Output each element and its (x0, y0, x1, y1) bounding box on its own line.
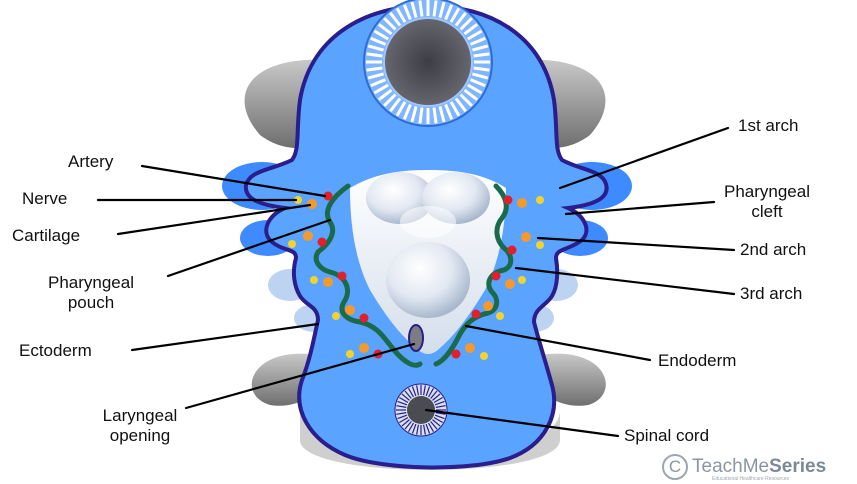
label-pharyngeal-cleft-line1: Pharyngeal (724, 182, 810, 201)
label-pharyngeal-pouch-line2: pouch (68, 293, 114, 312)
label-pharyngeal-cleft: Pharyngeal cleft (712, 182, 822, 222)
cartilage-dot (483, 301, 493, 311)
nerve-dot (496, 312, 504, 320)
nerve-dot (310, 276, 318, 284)
nerve-dot (480, 352, 488, 360)
artery-dot (360, 314, 369, 323)
label-pharyngeal-pouch: Pharyngeal pouch (18, 273, 164, 313)
cartilage-dot (345, 305, 355, 315)
label-artery: Artery (68, 152, 113, 172)
cartilage-dot (521, 232, 531, 242)
laryngeal-opening-shape (409, 325, 423, 351)
teachmeseries-watermark: C TeachMeSeries Educational Healthcare R… (662, 454, 826, 480)
cartilage-dot (307, 199, 317, 209)
artery-dot (452, 350, 461, 359)
cartilage-dot (465, 343, 475, 353)
label-nerve: Nerve (22, 189, 67, 209)
optic-structure (364, 0, 492, 126)
label-endoderm: Endoderm (658, 351, 736, 371)
artery-dot (318, 238, 327, 247)
watermark-brand: TeachMeSeries (692, 456, 826, 478)
cartilage-dot (505, 279, 515, 289)
label-pharyngeal-pouch-line1: Pharyngeal (48, 273, 134, 292)
spoke (474, 68, 490, 70)
label-laryngeal-opening: Laryngeal opening (92, 406, 188, 446)
label-first-arch: 1st arch (738, 116, 798, 136)
spoke (420, 1, 422, 17)
label-laryngeal-line1: Laryngeal (103, 406, 178, 425)
watermark-brand-a: TeachMe (692, 456, 769, 477)
spoke (434, 108, 436, 124)
artery-dot (338, 272, 347, 281)
label-laryngeal-line2: opening (110, 426, 171, 445)
spoke (474, 54, 490, 56)
watermark-brand-b: Series (769, 456, 826, 477)
label-second-arch: 2nd arch (740, 240, 806, 260)
nerve-dot (288, 240, 296, 248)
nerve-dot (346, 350, 354, 358)
label-ectoderm: Ectoderm (19, 341, 92, 361)
spinal-cord-shape (395, 384, 447, 436)
artery-dot (492, 272, 501, 281)
artery-dot (508, 246, 517, 255)
nerve-dot (332, 312, 340, 320)
label-pharyngeal-cleft-line2: cleft (751, 202, 782, 221)
nerve-dot (536, 196, 544, 204)
cartilage-dot (517, 198, 527, 208)
spoke (367, 54, 383, 56)
cartilage-dot (323, 277, 333, 287)
spoke (420, 108, 422, 124)
spoke (367, 68, 383, 70)
nerve-dot (518, 276, 526, 284)
artery-dot (504, 196, 513, 205)
cartilage-dot (303, 231, 313, 241)
nerve-dot (536, 241, 544, 249)
artery-dot (472, 310, 481, 319)
label-spinal-cord: Spinal cord (624, 426, 709, 446)
leader-ectoderm (132, 324, 318, 350)
label-third-arch: 3rd arch (740, 284, 802, 304)
copyright-icon: C (662, 454, 688, 480)
cartilage-dot (359, 343, 369, 353)
spoke (434, 1, 436, 17)
label-cartilage: Cartilage (12, 226, 80, 246)
watermark-tagline: Educational Healthcare Resources (712, 476, 789, 482)
